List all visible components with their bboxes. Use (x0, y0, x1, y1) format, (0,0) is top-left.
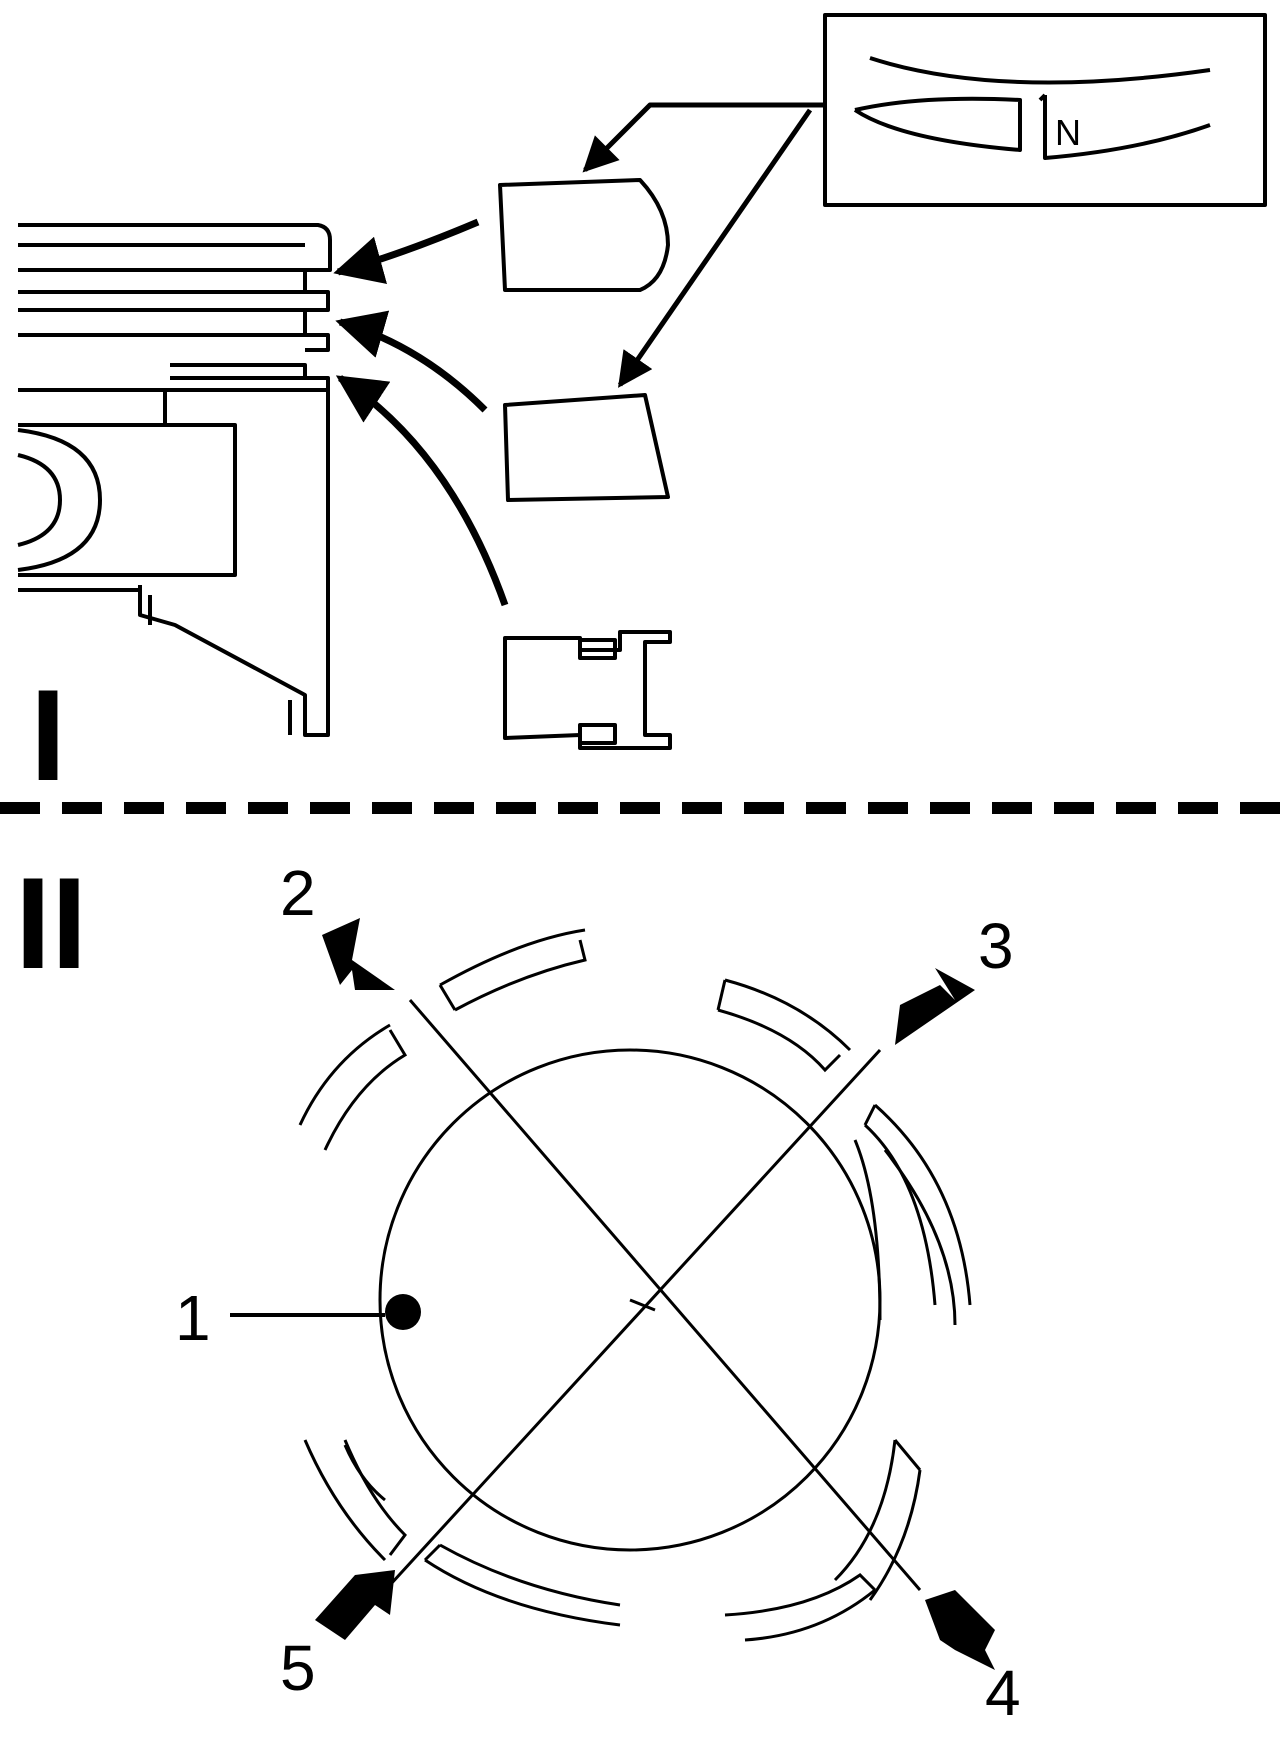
callout-3-arrow (895, 968, 975, 1045)
callout-5-arrow (315, 1570, 395, 1640)
callout-label-4: 4 (985, 1657, 1021, 1729)
second-compression-ring-profile (503, 393, 670, 502)
gap-line-2-4 (408, 999, 922, 1591)
piston-cross-section (17, 223, 332, 737)
ring-segments (298, 928, 972, 1642)
callout-arrows (315, 918, 995, 1670)
oil-control-ring-profile (503, 630, 672, 750)
inset-pointer-arrows (582, 102, 825, 388)
section-one-label: I (30, 662, 66, 808)
callout-2-arrow (322, 918, 395, 990)
gap-line-3-5 (388, 1048, 882, 1587)
callout-label-5: 5 (280, 1632, 316, 1704)
callout-4-arrow (925, 1590, 995, 1670)
marking-inset-box (823, 13, 1267, 207)
callout-label-3: 3 (978, 910, 1014, 982)
callout-label-1: 1 (175, 1282, 211, 1354)
section-two-label: II (15, 850, 87, 996)
top-compression-ring-profile (498, 178, 670, 292)
callout-1-marker-dot (385, 1294, 421, 1330)
section-two (230, 928, 972, 1642)
ring-position-arrows (333, 218, 509, 607)
callout-label-2: 2 (280, 857, 316, 929)
callout-labels: 1 2 3 4 5 (175, 857, 1021, 1729)
marking-letter: N (1055, 112, 1081, 153)
section-one: N (17, 13, 1267, 750)
